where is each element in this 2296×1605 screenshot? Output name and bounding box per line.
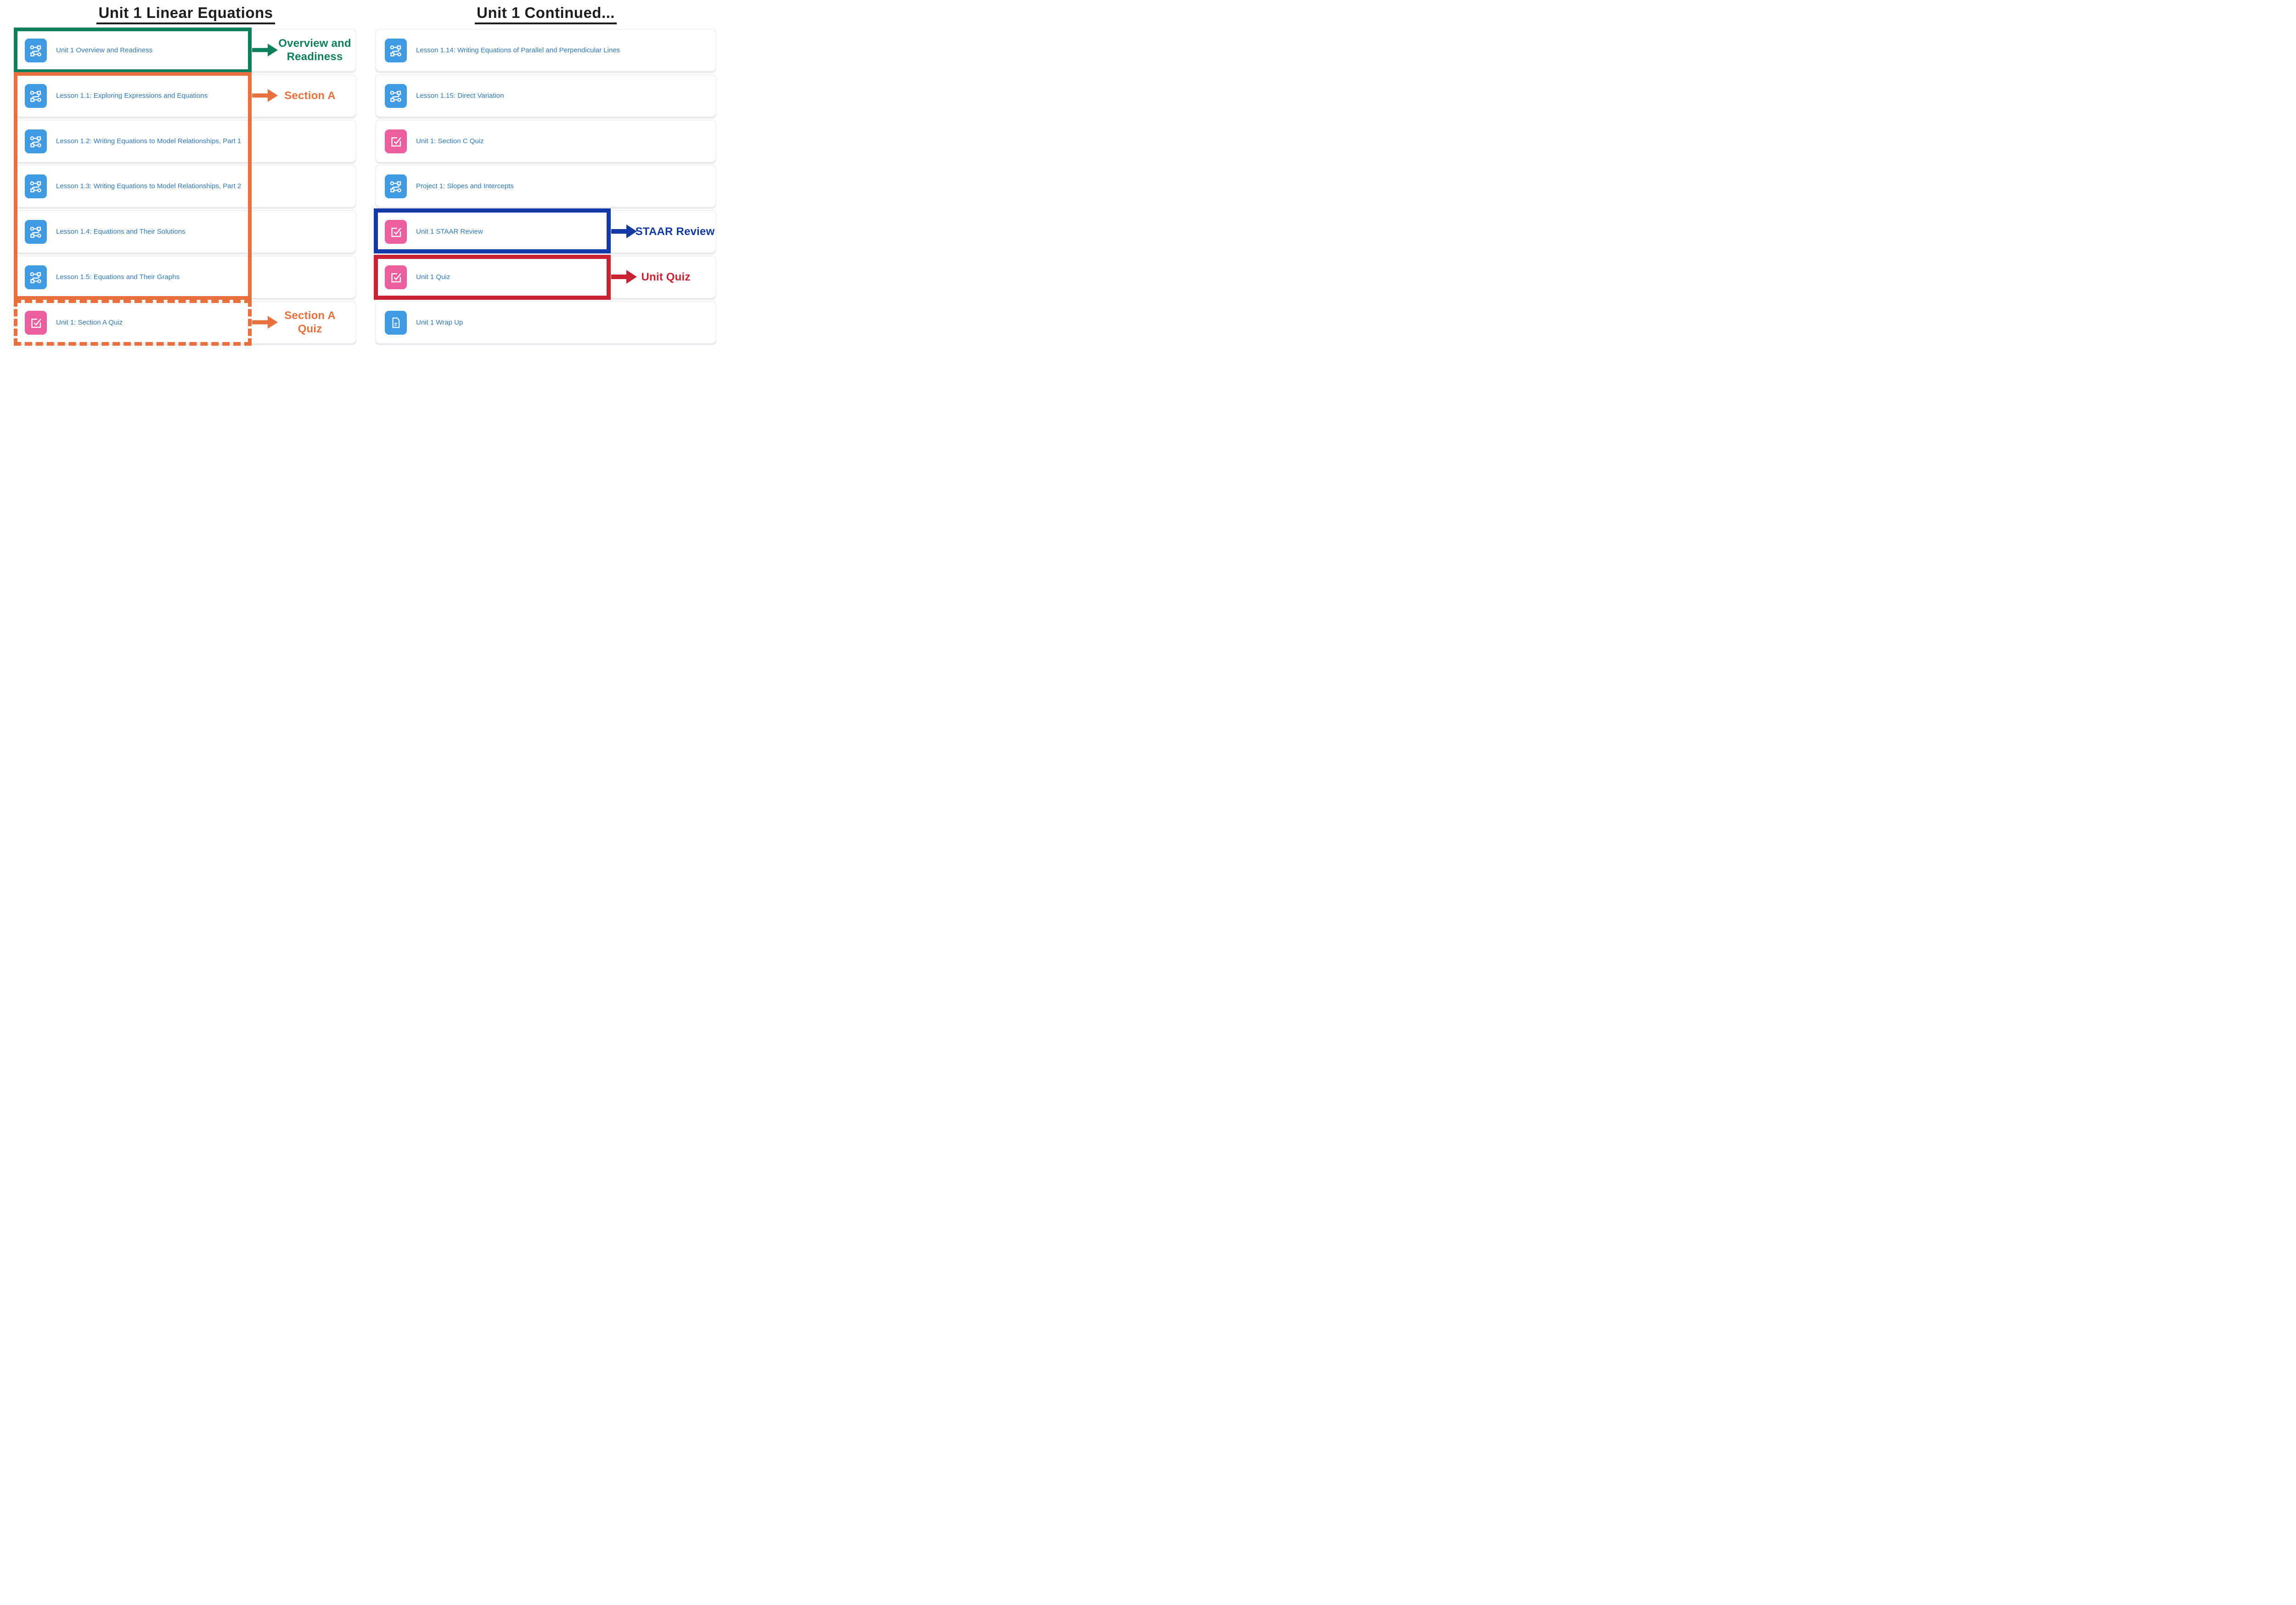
learning-path-icon xyxy=(25,84,47,108)
module-item-link[interactable]: Lesson 1.1: Exploring Expressions and Eq… xyxy=(56,92,208,100)
learning-path-icon xyxy=(25,265,47,289)
module-item-link[interactable]: Unit 1: Section A Quiz xyxy=(56,319,123,326)
quiz-check-icon xyxy=(385,129,407,153)
module-item-link[interactable]: Lesson 1.2: Writing Equations to Model R… xyxy=(56,137,242,145)
module-item-link[interactable]: Unit 1 Quiz xyxy=(416,273,450,281)
module-item-link[interactable]: Unit 1: Section C Quiz xyxy=(416,137,484,145)
module-item-lesson-1-14[interactable]: Lesson 1.14: Writing Equations of Parall… xyxy=(375,29,716,72)
module-item-link[interactable]: Lesson 1.4: Equations and Their Solution… xyxy=(56,228,186,236)
document-icon xyxy=(385,310,407,335)
learning-path-icon xyxy=(25,38,47,62)
module-item-link[interactable]: Lesson 1.5: Equations and Their Graphs xyxy=(56,273,180,281)
quiz-check-icon xyxy=(385,219,407,244)
module-item-unit-1-wrap-up[interactable]: Unit 1 Wrap Up xyxy=(375,301,716,344)
learning-path-icon xyxy=(25,174,47,198)
left-column-title: Unit 1 Linear Equations xyxy=(15,5,356,26)
module-item-lesson-1-3[interactable]: Lesson 1.3: Writing Equations to Model R… xyxy=(15,165,356,208)
module-item-project-1[interactable]: Project 1: Slopes and Intercepts xyxy=(375,165,716,208)
module-item-link[interactable]: Project 1: Slopes and Intercepts xyxy=(416,182,514,190)
learning-path-icon xyxy=(385,38,407,62)
module-item-link[interactable]: Lesson 1.15: Direct Variation xyxy=(416,92,504,100)
module-item-unit1-overview[interactable]: Unit 1 Overview and Readiness xyxy=(15,29,356,72)
module-item-lesson-1-15[interactable]: Lesson 1.15: Direct Variation xyxy=(375,74,716,117)
module-item-lesson-1-2[interactable]: Lesson 1.2: Writing Equations to Model R… xyxy=(15,120,356,163)
module-item-section-c-quiz[interactable]: Unit 1: Section C Quiz xyxy=(375,120,716,163)
module-item-unit-1-quiz[interactable]: Unit 1 Quiz xyxy=(375,256,716,298)
module-item-link[interactable]: Unit 1 Wrap Up xyxy=(416,319,463,326)
module-item-staar-review[interactable]: Unit 1 STAAR Review xyxy=(375,210,716,253)
module-item-lesson-1-1[interactable]: Lesson 1.1: Exploring Expressions and Eq… xyxy=(15,74,356,117)
module-item-section-a-quiz[interactable]: Unit 1: Section A Quiz xyxy=(15,301,356,344)
module-item-link[interactable]: Unit 1 Overview and Readiness xyxy=(56,46,153,54)
course-modules-page: Unit 1 Linear Equations Unit 1 Continued… xyxy=(0,0,731,401)
right-column-title: Unit 1 Continued... xyxy=(375,5,716,26)
quiz-check-icon xyxy=(25,310,47,335)
module-item-lesson-1-5[interactable]: Lesson 1.5: Equations and Their Graphs xyxy=(15,256,356,298)
learning-path-icon xyxy=(25,219,47,244)
module-item-link[interactable]: Unit 1 STAAR Review xyxy=(416,228,483,236)
module-item-link[interactable]: Lesson 1.14: Writing Equations of Parall… xyxy=(416,46,620,54)
module-item-link[interactable]: Lesson 1.3: Writing Equations to Model R… xyxy=(56,182,242,190)
learning-path-icon xyxy=(385,174,407,198)
learning-path-icon xyxy=(25,129,47,153)
module-item-lesson-1-4[interactable]: Lesson 1.4: Equations and Their Solution… xyxy=(15,210,356,253)
learning-path-icon xyxy=(385,84,407,108)
quiz-check-icon xyxy=(385,265,407,289)
